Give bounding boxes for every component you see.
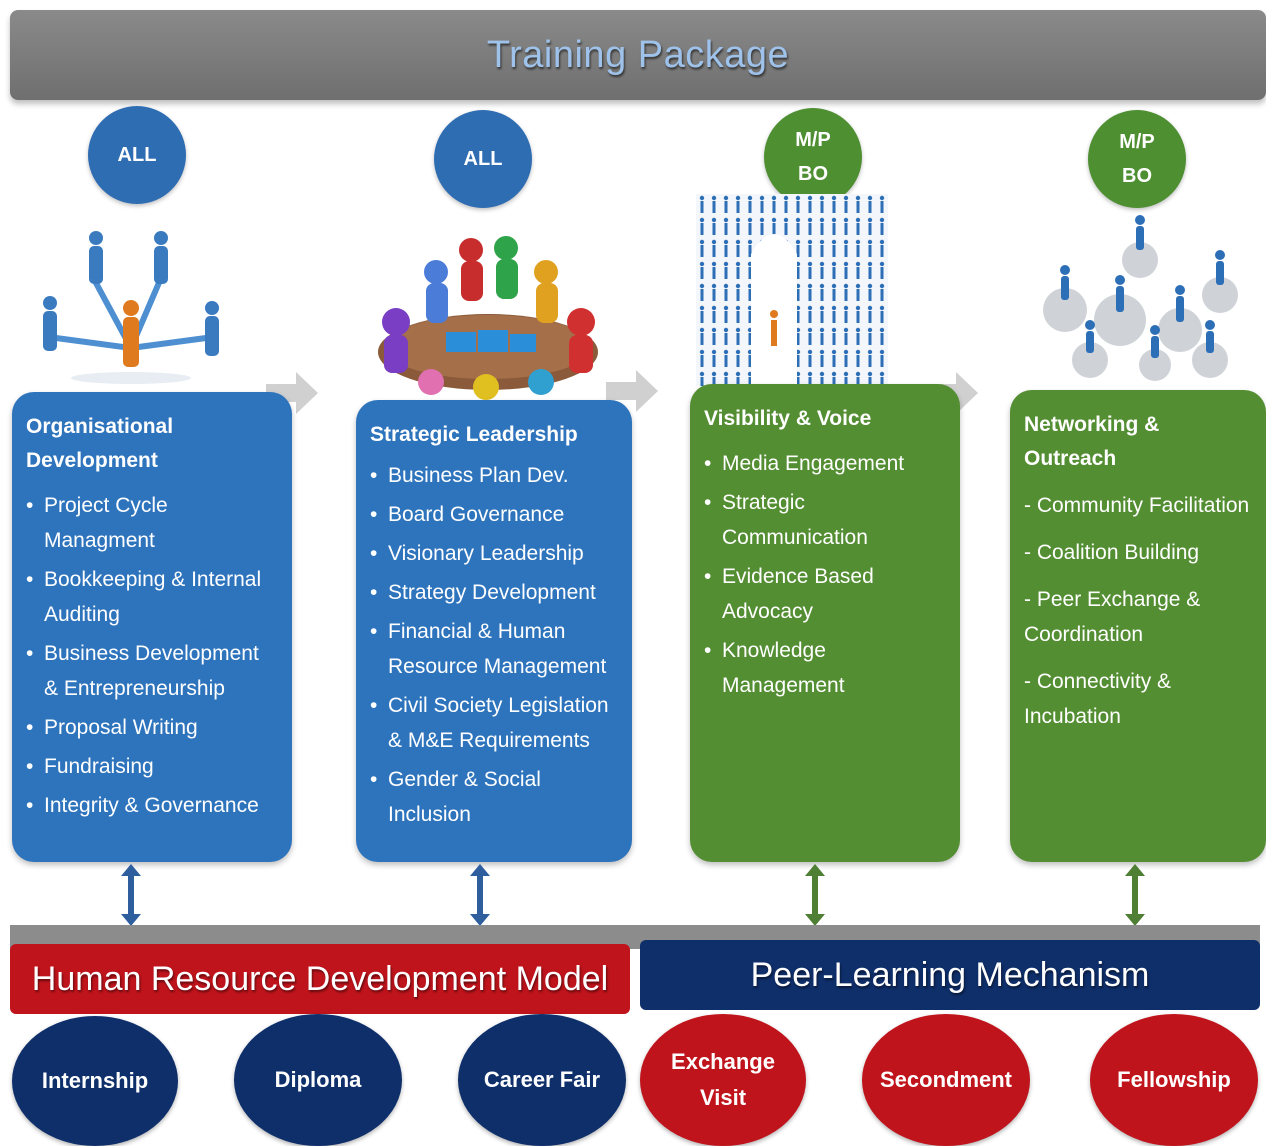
list-item: Business Plan Dev.: [370, 458, 618, 493]
oval-3-label: Career Fair: [483, 1067, 601, 1092]
card-visibility-voice: Visibility & Voice Media Engagement Stra…: [690, 384, 960, 862]
card-4-title-line-1: Networking & Outreach: [1024, 413, 1160, 470]
card-4-list: - Community Facilitation - Coalition Bui…: [1024, 488, 1252, 734]
list-item: - Connectivity & Incubation: [1024, 670, 1172, 728]
audience-circle-3: M/P BO: [764, 108, 862, 206]
oval-fellowship: Fellowship: [1090, 1014, 1258, 1146]
gear-network-icon: [1030, 200, 1250, 386]
double-arrow-2: [470, 864, 490, 926]
peer-learning-header: Peer-Learning Mechanism: [640, 940, 1260, 1010]
list-item: Integrity & Governance: [26, 788, 278, 823]
oval-secondment: Secondment: [862, 1014, 1030, 1146]
list-item: - Coalition Building: [1024, 541, 1200, 564]
card-networking-outreach: Networking & Outreach - Community Facili…: [1010, 390, 1266, 862]
double-arrow-3: [805, 864, 825, 926]
card-1-list: Project Cycle Managment Bookkeeping & In…: [26, 488, 278, 823]
card-organisational-development: Organisational Development Project Cycle…: [12, 392, 292, 862]
list-item: Civil Society Legislation & M&E Requirem…: [370, 688, 618, 758]
list-item: Gender & Social Inclusion: [370, 762, 618, 832]
oval-2-label: Diploma: [274, 1067, 362, 1092]
list-item: Strategic Communication: [704, 485, 946, 555]
card-3-list: Media Engagement Strategic Communication…: [704, 446, 946, 703]
list-item: Bookkeeping & Internal Auditing: [26, 562, 278, 632]
list-item: Financial & Human Resource Management: [370, 614, 618, 684]
card-1-title-line-1: Organisational: [26, 415, 174, 438]
oval-1-label: Internship: [41, 1068, 149, 1093]
list-item: Strategy Development: [370, 575, 618, 610]
oval-4-label-line-2: Visit: [699, 1085, 747, 1110]
list-item: Fundraising: [26, 749, 278, 784]
card-1-title-line-2: Development: [26, 449, 158, 472]
hr-model-label: Human Resource Development Model: [31, 959, 609, 998]
oval-exchange-visit: Exchange Visit: [640, 1014, 806, 1146]
card-strategic-leadership: Strategic Leadership Business Plan Dev. …: [356, 400, 632, 862]
oval-internship: Internship: [12, 1016, 178, 1146]
double-arrow-1: [121, 864, 141, 926]
crowd-highlight-icon: [696, 194, 888, 386]
list-item: Business Development & Entrepreneurship: [26, 636, 278, 706]
oval-6-label: Fellowship: [1117, 1067, 1231, 1092]
audience-circle-4-line-1: M/P: [1119, 131, 1155, 153]
list-item: Project Cycle Managment: [26, 488, 278, 558]
card-3-title-line-1: Visibility & Voice: [704, 407, 872, 430]
card-2-list: Business Plan Dev. Board Governance Visi…: [370, 458, 618, 832]
audience-circle-3-line-2: BO: [798, 163, 828, 185]
banner-title: Training Package: [486, 33, 790, 76]
audience-circle-3-line-1: M/P: [795, 129, 831, 151]
audience-circle-4: M/P BO: [1088, 110, 1186, 208]
audience-circle-1-line-1: ALL: [117, 144, 157, 166]
list-item: Board Governance: [370, 497, 618, 532]
card-2-title: Strategic Leadership: [370, 418, 618, 452]
audience-circle-1: ALL: [88, 106, 186, 204]
hr-development-model-header: Human Resource Development Model: [10, 944, 630, 1014]
oval-5-label: Secondment: [879, 1067, 1013, 1092]
list-item: - Community Facilitation: [1024, 494, 1250, 517]
card-3-title: Visibility & Voice: [704, 402, 946, 436]
audience-circle-4-line-2: BO: [1122, 165, 1152, 187]
peer-model-label: Peer-Learning Mechanism: [750, 955, 1150, 994]
list-item: Proposal Writing: [26, 710, 278, 745]
list-item: Media Engagement: [704, 446, 946, 481]
card-4-title: Networking & Outreach: [1024, 408, 1252, 476]
card-2-title-line-1: Strategic Leadership: [370, 423, 578, 446]
audience-circle-2: ALL: [434, 110, 532, 208]
puzzle-table-icon: [366, 232, 610, 400]
list-item: Visionary Leadership: [370, 536, 618, 571]
list-item: Knowledge Management: [704, 633, 946, 703]
audience-circle-2-line-1: ALL: [463, 148, 503, 170]
flow-arrow-1: [266, 372, 318, 414]
oval-career-fair: Career Fair: [458, 1014, 626, 1146]
card-1-title: Organisational Development: [26, 410, 278, 478]
double-arrow-4: [1125, 864, 1145, 926]
list-item: - Peer Exchange & Coordination: [1024, 588, 1201, 646]
people-network-icon: [36, 228, 222, 390]
oval-diploma: Diploma: [234, 1014, 402, 1146]
list-item: Evidence Based Advocacy: [704, 559, 946, 629]
training-package-banner: Training Package: [10, 10, 1266, 100]
flow-arrow-2: [606, 370, 658, 412]
oval-4-label-line-1: Exchange: [671, 1049, 775, 1074]
